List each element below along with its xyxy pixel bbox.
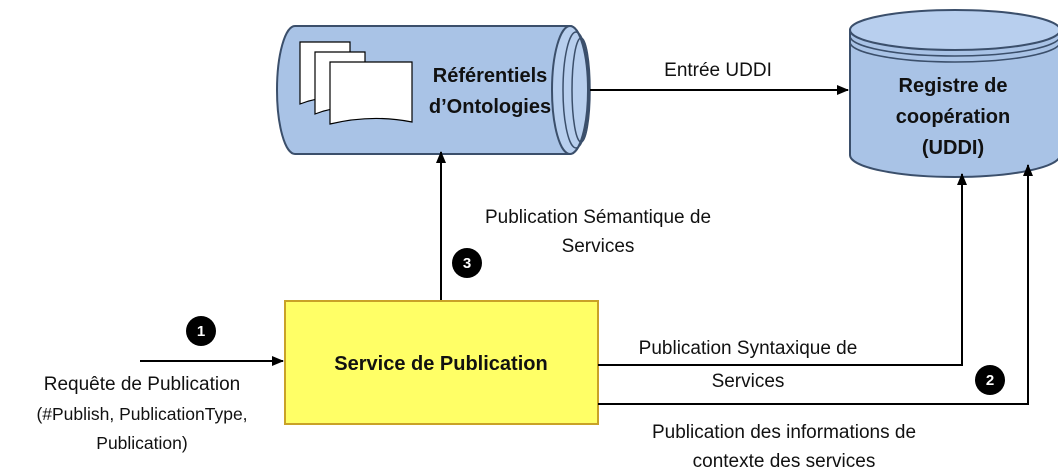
uddi-entry-label: Entrée UDDI — [664, 60, 772, 81]
registry-title-3: (UDDI) — [922, 137, 984, 159]
documents-icon — [299, 41, 413, 125]
step-marker-1: 1 — [186, 316, 216, 346]
arrow-context-publication — [598, 164, 1033, 405]
service-title: Service de Publication — [334, 353, 547, 375]
ontologies-title-1: Référentiels — [433, 65, 548, 87]
ontologies-repository: Référentiels d’Ontologies — [276, 25, 591, 155]
publication-service-box: Service de Publication — [284, 300, 599, 425]
svg-text:2: 2 — [986, 372, 994, 389]
context-label-1: Publication des informations de — [652, 422, 916, 443]
context-label-2: contexte des services — [693, 451, 876, 472]
svg-text:1: 1 — [197, 323, 205, 340]
registry-title-1: Registre de — [899, 75, 1008, 97]
syntactic-label-2: Services — [712, 371, 785, 392]
ontologies-title-2: d’Ontologies — [429, 96, 551, 118]
step-marker-2: 2 — [975, 365, 1005, 395]
registry-title-2: coopération — [896, 106, 1010, 128]
request-label-3: Publication) — [96, 433, 187, 453]
semantic-label-1: Publication Sémantique de — [485, 207, 711, 228]
registry-database: Registre de coopération (UDDI) — [849, 9, 1058, 178]
step-marker-3: 3 — [452, 248, 482, 278]
request-label-2: (#Publish, PublicationType, — [36, 404, 247, 424]
arrow-syntactic-publication — [598, 173, 967, 366]
semantic-label-2: Services — [562, 236, 635, 257]
request-label-1: Requête de Publication — [44, 374, 240, 395]
syntactic-label-1: Publication Syntaxique de — [639, 338, 858, 359]
svg-text:3: 3 — [463, 255, 471, 272]
